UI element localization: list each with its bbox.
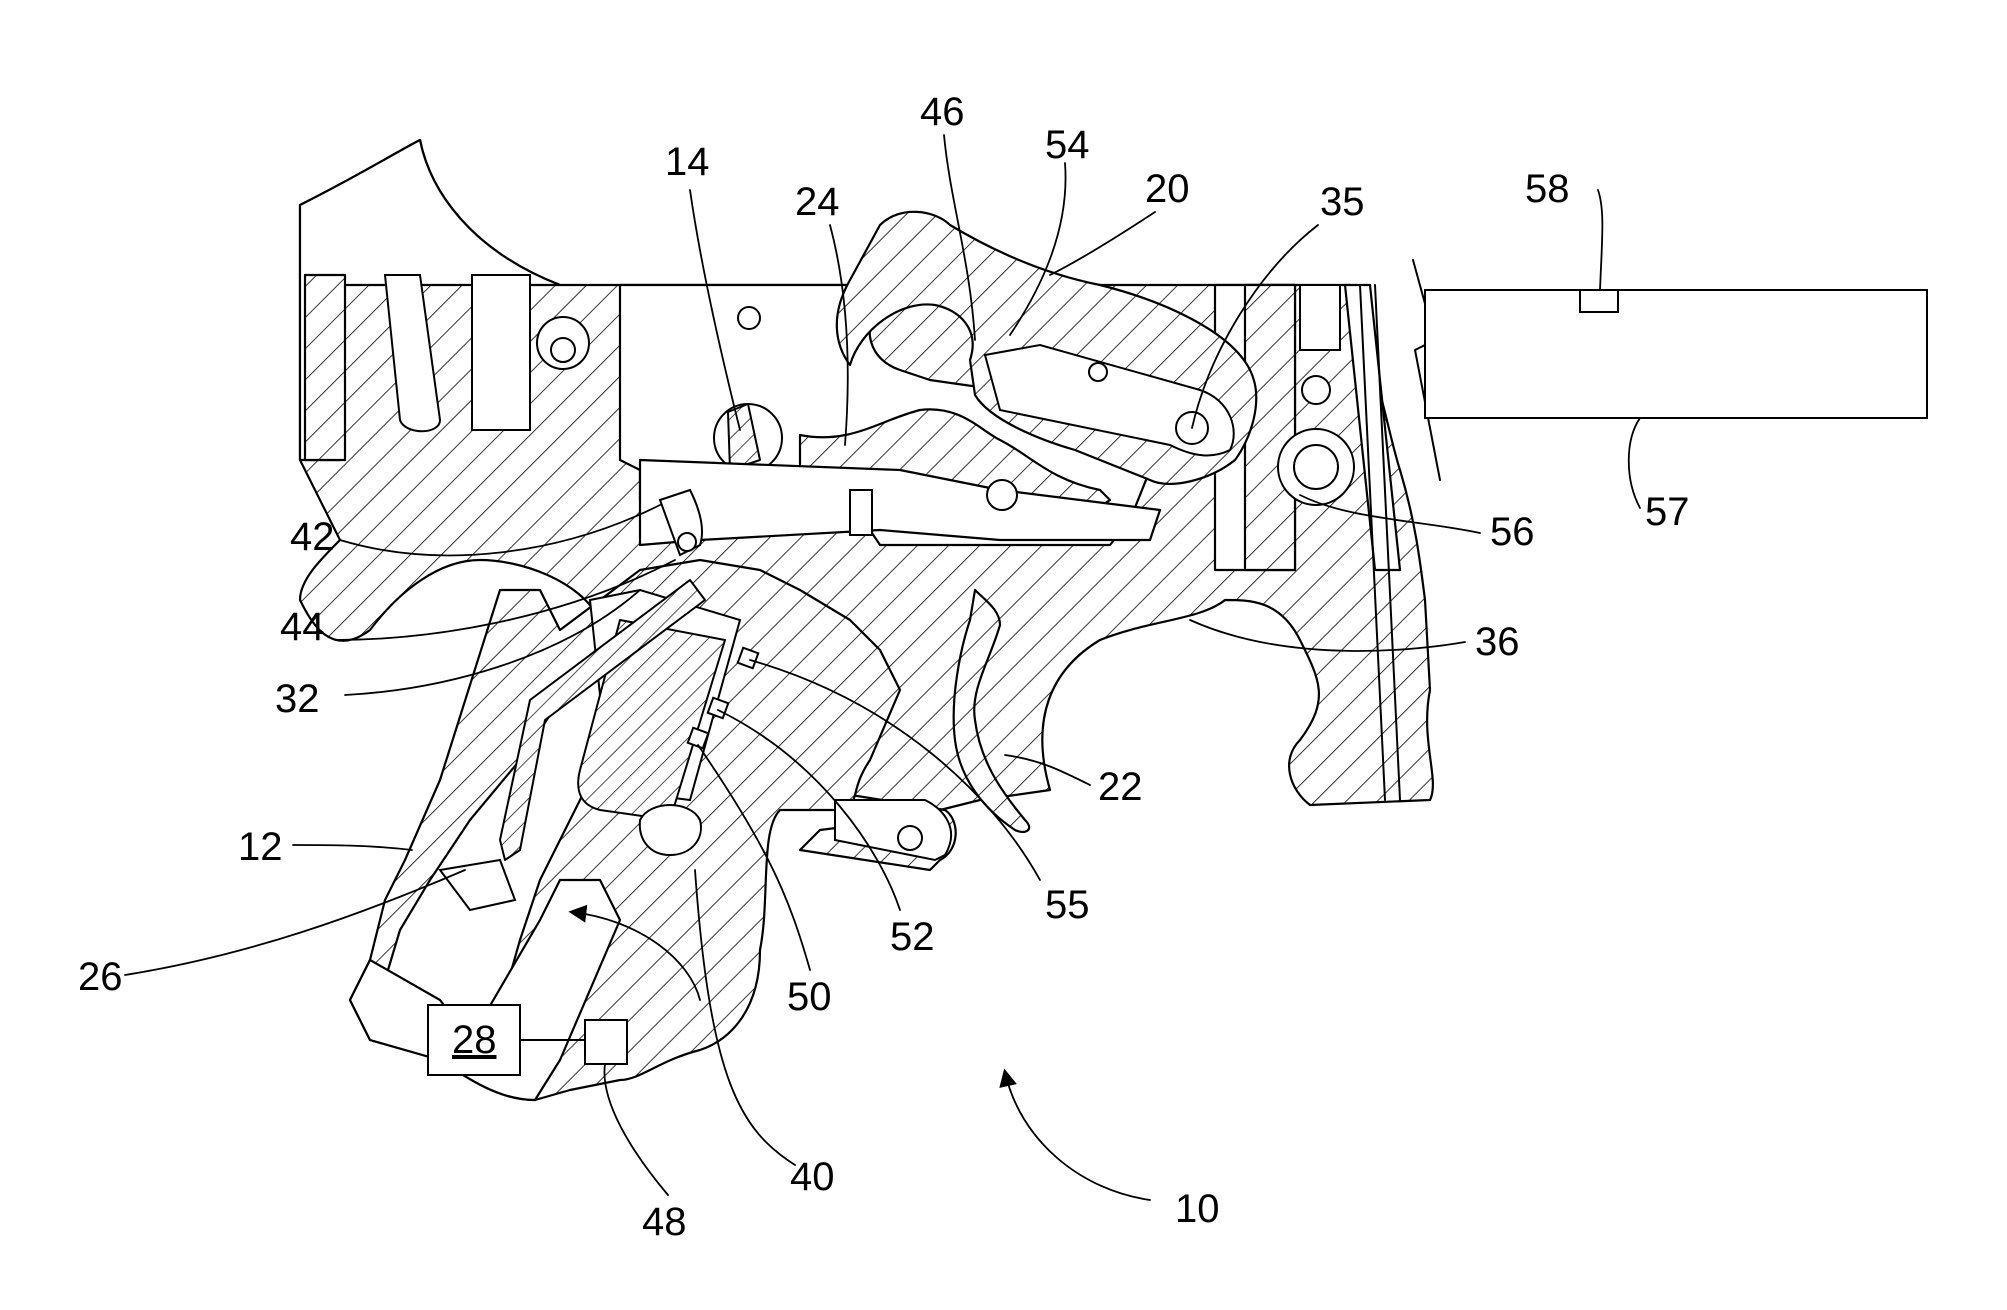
label-26: 26 [78,955,123,999]
arrow-grip-assembly [568,904,701,1001]
leader-54 [1009,162,1067,336]
right-upright-hatch [1243,283,1297,572]
leader-40 [694,869,796,1166]
label-57: 57 [1645,490,1690,534]
hammer-pivot-inner [1293,444,1339,490]
barrel-extension-57 [1412,259,1928,481]
leader-55 [749,659,1041,881]
receiver-rear-block [298,138,562,462]
label-55: 55 [1045,883,1090,927]
sensor-48 [584,1019,628,1065]
leader-52 [717,709,901,911]
label-22: 22 [1098,765,1143,809]
sear-pin [986,479,1018,511]
rear-spring-1 [383,274,442,433]
label-28: 28 [452,1018,497,1062]
leader-57 [1627,417,1641,509]
barrel-body [1424,289,1928,419]
pistol-grip-12 [348,488,952,1102]
leader-26 [124,869,466,976]
hammer-slot [983,343,1235,457]
label-24: 24 [795,180,840,224]
leader-42 [339,504,661,557]
grip-lug-hole [897,825,923,851]
leader-48 [603,1063,669,1196]
upright-notch [1299,284,1341,351]
leader-58 [1597,189,1604,291]
trigger-22 [952,588,1031,834]
label-20: 20 [1145,167,1190,211]
label-54: 54 [1045,123,1090,167]
label-58: 58 [1525,167,1570,211]
reference-numerals: 10 12 14 20 22 24 26 28 32 35 36 40 42 4… [78,90,1690,1244]
label-10: 10 [1175,1187,1220,1231]
hammer-20 [835,210,1258,485]
label-42: 42 [290,515,335,559]
actuator-contact-3 [686,726,710,750]
leader-56 [1299,494,1481,534]
leader-46 [943,134,976,341]
leader-22 [1004,754,1091,786]
spring-42-pin [677,532,697,552]
label-56: 56 [1490,510,1535,554]
leader-35 [1191,224,1319,429]
actuator-cap [638,804,702,857]
label-35: 35 [1320,180,1365,224]
label-14: 14 [665,140,710,184]
trigger-body [952,588,1031,834]
rear-spring-2 [471,274,531,431]
hammer-pin-small [1088,362,1108,382]
upright-pin [1301,375,1331,405]
leader-36 [1189,619,1466,652]
leader-32 [344,589,641,696]
grip-lug [834,799,952,862]
cavity-pin-top [737,306,761,330]
leader-14 [689,189,741,431]
leader-12 [292,844,413,851]
leader-20 [1049,211,1156,276]
rear-grip-line-a [1359,284,1386,801]
sear-post [849,489,873,536]
label-48: 48 [642,1200,687,1244]
label-40: 40 [790,1155,835,1199]
barrel-slot-58 [1579,289,1619,313]
label-12: 12 [238,825,283,869]
leader-44 [334,559,676,641]
pin-14-hatch [727,403,761,471]
controller-box-28 [427,1004,521,1076]
leader-24 [829,224,849,446]
label-36: 36 [1475,620,1520,664]
linkage-rod-32 [499,579,706,861]
rear-grip-line-b [1374,284,1401,801]
arrow-10 [999,1068,1151,1201]
leader-lines [124,134,1641,1201]
rear-pin-inner [550,337,576,363]
label-46: 46 [920,90,965,134]
rear-hatched-stub [303,273,347,462]
label-50: 50 [787,975,832,1019]
label-32: 32 [275,677,320,721]
label-44: 44 [280,605,325,649]
sear-linkage [638,408,1162,547]
label-52: 52 [890,915,935,959]
leader-50 [697,744,811,971]
